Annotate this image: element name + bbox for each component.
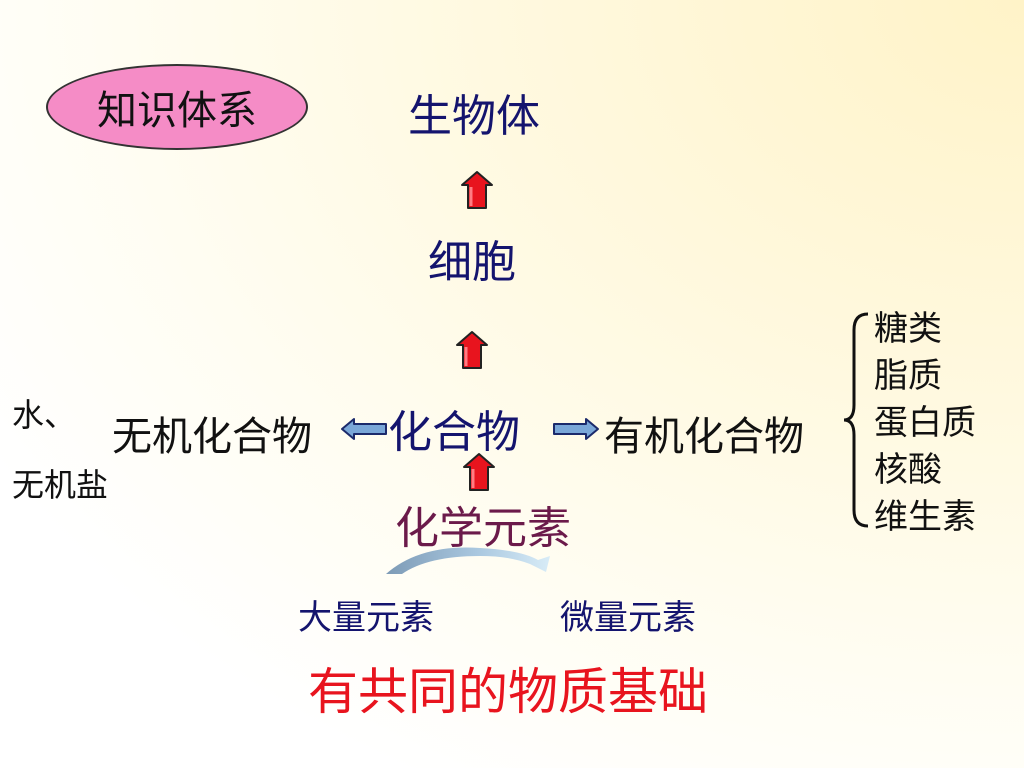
organism-label: 生物体 [408,91,540,142]
organic-item-vitamin: 维生素 [874,497,976,537]
badge-label: 知识体系 [97,88,257,134]
organic-item-protein: 蛋白质 [874,403,976,443]
compound-label: 化合物 [388,407,520,458]
left-arrow-icon [341,418,387,440]
curved-split-arrow-icon [386,547,550,574]
organic-item-nucleic-acid: 核酸 [874,450,942,490]
inorganic-compound-label: 无机化合物 [112,414,312,460]
inorganic-example-water: 水、 [12,396,77,434]
inorganic-example-salt: 无机盐 [12,466,109,504]
knowledge-system-badge: 知识体系 [46,64,308,150]
organic-compound-label: 有机化合物 [604,414,804,460]
cell-label: 细胞 [428,237,516,288]
right-arrow-icon [553,418,599,440]
brace-icon [843,312,869,528]
conclusion-text: 有共同的物质基础 [308,663,708,721]
macro-elements-label: 大量元素 [298,598,434,638]
organic-compound-list: 糖类 脂质 蛋白质 核酸 维生素 [874,306,976,541]
up-arrow-icon [463,453,495,491]
organic-item-sugar: 糖类 [874,309,942,349]
chemical-elements-label: 化学元素 [395,503,571,554]
micro-elements-label: 微量元素 [560,598,696,638]
up-arrow-icon [461,171,493,209]
organic-item-lipid: 脂质 [874,356,942,396]
up-arrow-icon [456,331,488,369]
